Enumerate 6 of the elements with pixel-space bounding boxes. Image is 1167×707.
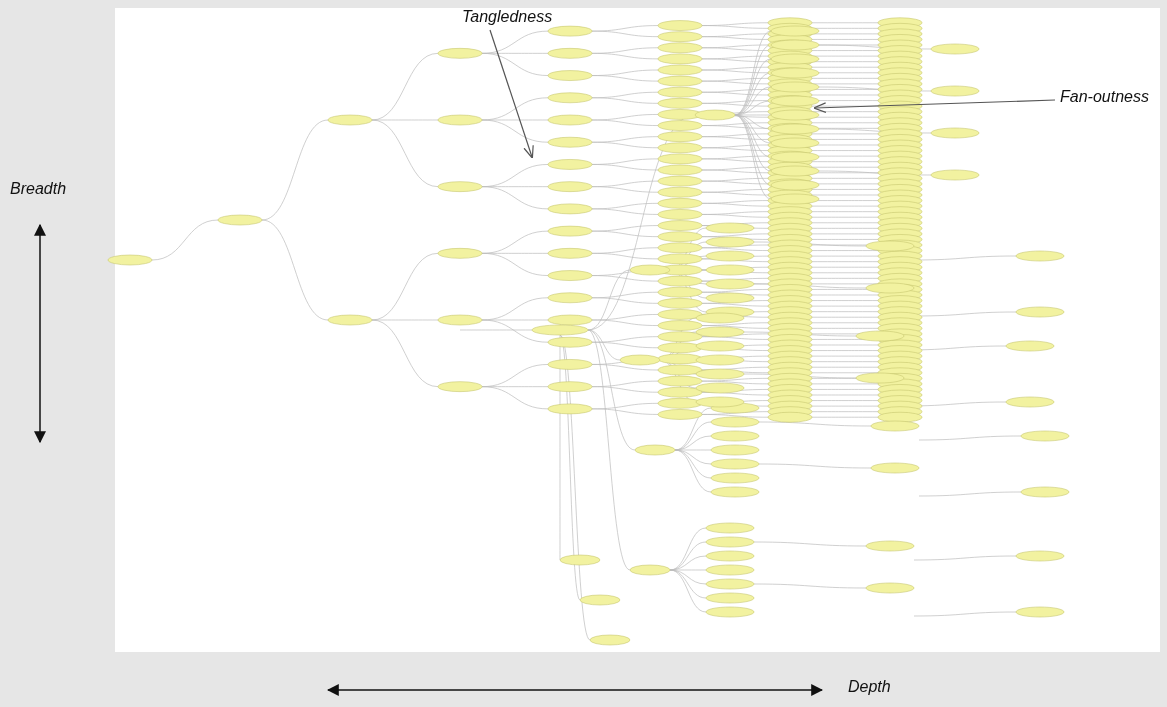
annotation-label: Tangledness: [462, 8, 553, 26]
axis-label: Depth: [848, 678, 891, 696]
leader-arrow: [813, 99, 1056, 114]
axis-label: Breadth: [10, 180, 67, 198]
annotation-label: Fan-outness: [1060, 88, 1149, 106]
leader-arrow: [489, 29, 534, 159]
